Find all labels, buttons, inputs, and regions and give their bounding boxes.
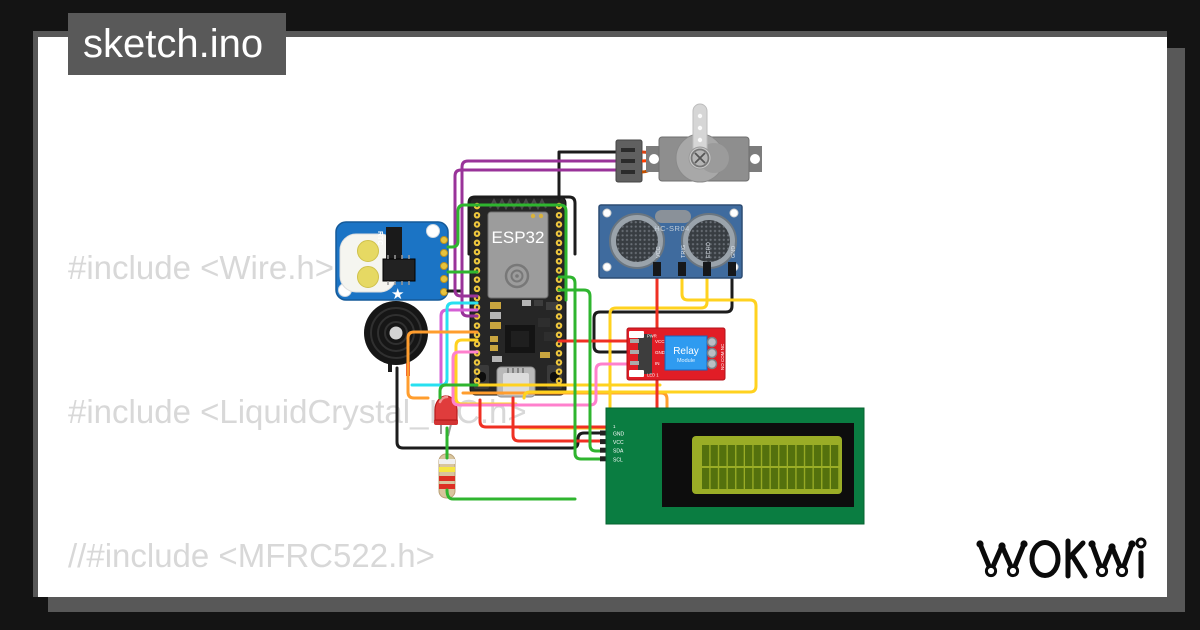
code-line: //#include <MFRC522.h> <box>68 537 435 574</box>
code-preview: #include <Wire.h> #include <LiquidCrysta… <box>68 148 680 597</box>
code-line: #include <Wire.h> <box>68 249 334 286</box>
sketch-filename: sketch.ino <box>83 21 264 66</box>
code-line: #include <LiquidCrystal_I2C.h> <box>68 393 527 430</box>
sketch-filename-tab: sketch.ino <box>68 13 286 75</box>
diagram-canvas: #include <Wire.h> #include <LiquidCrysta… <box>33 31 1167 597</box>
